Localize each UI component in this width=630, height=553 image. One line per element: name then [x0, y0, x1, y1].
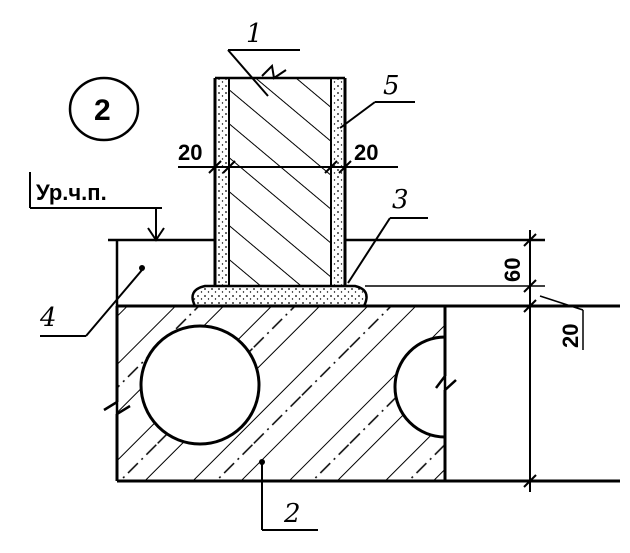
- callout-5: 5: [339, 71, 415, 129]
- right-gap-dimension: 20: [354, 140, 378, 165]
- callout-2-label: 2: [283, 499, 301, 529]
- mortar-bed: [191, 284, 368, 308]
- floor-level-mark: Ур.ч.п.: [29, 172, 165, 242]
- callout-3-label: 3: [392, 185, 409, 215]
- detail-number: 2: [94, 94, 111, 127]
- pad-height-dimension: 60: [500, 258, 525, 282]
- callout-5-label: 5: [383, 71, 400, 101]
- left-gap-dimension: 20: [178, 140, 202, 165]
- height-dimensions: 60 20: [365, 230, 584, 492]
- detail-number-marker: 2: [68, 76, 140, 142]
- callout-1: 1: [227, 19, 300, 97]
- insulation-left: [215, 78, 229, 286]
- screed-dimension: 20: [558, 324, 583, 348]
- slab-void: [139, 324, 261, 446]
- insulation-right: [331, 78, 345, 286]
- partition-wall: [213, 63, 347, 286]
- callout-4: 4: [39, 265, 145, 337]
- callout-4-label: 4: [39, 303, 57, 333]
- hollow-core-slab: [103, 304, 620, 483]
- slab-void: [393, 335, 446, 439]
- floor-pad: [108, 238, 545, 306]
- floor-level-label: Ур.ч.п.: [36, 180, 107, 205]
- wall-gap-dimensions: 20 20: [178, 140, 398, 174]
- callout-3: 3: [347, 185, 428, 284]
- wall-core: [229, 78, 331, 286]
- callout-2: 2: [259, 459, 318, 531]
- callout-1-label: 1: [246, 19, 263, 49]
